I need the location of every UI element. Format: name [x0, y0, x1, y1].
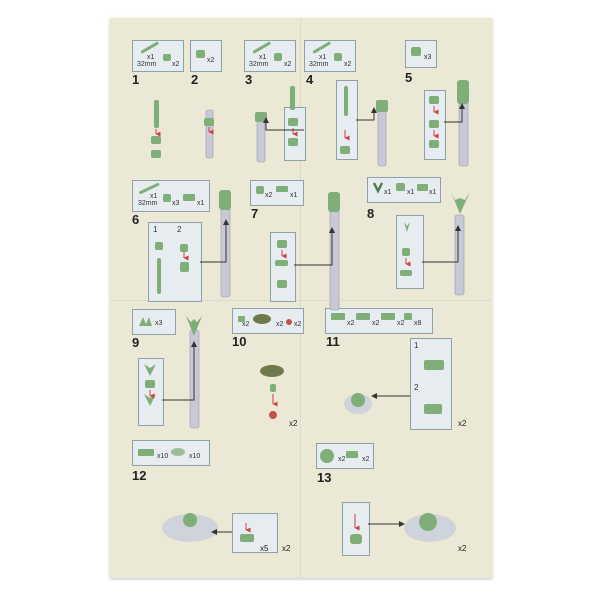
step-number: 13: [317, 470, 332, 485]
part-quantity: x1: [197, 200, 205, 207]
step-number: 10: [232, 334, 247, 349]
green-rod-icon: [140, 41, 159, 54]
step-number: 2: [191, 72, 199, 87]
part-quantity: x1: [147, 54, 155, 61]
green-rod-icon: [252, 41, 271, 54]
step-number: 5: [405, 70, 413, 85]
assembly-arrow: [162, 103, 465, 535]
part-quantity: x1: [319, 54, 327, 61]
substep-number: 1: [153, 225, 158, 234]
parts-box-step-3: [244, 40, 296, 72]
green-brick-icon: [411, 47, 421, 56]
build-multiplier: x2: [458, 419, 467, 428]
parts-box-step-1: [132, 40, 184, 72]
green-brick-icon: [274, 53, 282, 61]
green-brick-icon: [256, 186, 264, 194]
step-number: 11: [326, 334, 340, 349]
fold-line: [110, 300, 492, 301]
part-quantity: x1: [259, 54, 267, 61]
part-quantity: x3: [172, 200, 180, 207]
build-multiplier: x2: [289, 419, 298, 428]
parts-box-step-11: [325, 308, 433, 334]
green-rod-icon: [312, 41, 331, 54]
subassembly-panel: [410, 338, 452, 430]
green-plate-icon: [331, 313, 412, 320]
green-brick-icon: [163, 54, 171, 61]
flower-dome-icon: [320, 449, 334, 463]
part-quantity: x2: [397, 320, 405, 327]
green-plate-icon: [276, 186, 288, 192]
part-quantity: x2: [362, 456, 370, 463]
part-quantity: x3: [155, 320, 163, 327]
fold-line: [300, 18, 301, 578]
part-quantity: x2: [276, 321, 284, 328]
stem-assembly: [189, 99, 469, 429]
green-brick-icon: [334, 53, 342, 61]
green-plate-icon: [417, 184, 428, 191]
part-quantity: x1: [290, 192, 298, 199]
substep-number: 2: [414, 383, 419, 392]
build-multiplier: x5: [260, 544, 269, 553]
leaf-icon: [372, 182, 384, 194]
red-part-icon: [286, 319, 292, 325]
part-length: 32mm: [309, 61, 329, 68]
part-quantity: x2: [242, 321, 250, 328]
round-plate-icon: [253, 314, 271, 324]
part-quantity: x2: [338, 456, 346, 463]
parts-box-step-9: [132, 309, 176, 335]
part-length: 32mm: [249, 61, 269, 68]
step-number: 6: [132, 212, 140, 227]
leaf-tops: [144, 192, 470, 406]
green-brick-icon: [238, 316, 245, 322]
part-quantity: x1: [407, 189, 415, 196]
part-quantity: x2: [265, 192, 273, 199]
green-brick-icon: [163, 194, 171, 202]
green-brick-icon: [396, 183, 405, 191]
red-insert-arrow: [149, 106, 439, 533]
part-quantity: x10: [189, 453, 201, 460]
part-quantity: x3: [424, 54, 432, 61]
part-quantity: x2: [347, 320, 355, 327]
part-quantity: x1: [384, 189, 392, 196]
part-quantity: x2: [372, 320, 380, 327]
step-number: 3: [245, 72, 253, 87]
part-length: 32mm: [137, 61, 157, 68]
succulent-flower: [162, 393, 456, 544]
green-brick-icon: [196, 50, 205, 58]
green-plate-icon: [183, 194, 195, 201]
substep-number: 1: [414, 341, 419, 350]
part-length: 32mm: [138, 200, 158, 207]
round-cap: [260, 365, 284, 419]
step-number: 4: [306, 72, 314, 87]
step-number: 1: [132, 72, 140, 87]
step-number: 7: [251, 206, 259, 221]
green-plate-icon: [346, 451, 358, 458]
part-quantity: x2: [172, 61, 180, 68]
parts-box-step-5: [405, 40, 437, 68]
part-quantity: x10: [157, 453, 169, 460]
round-tile-icon: [171, 448, 185, 456]
build-multiplier: x2: [458, 544, 467, 553]
green-plate-icon: [138, 449, 154, 456]
part-quantity: x1: [150, 193, 158, 200]
step-number: 12: [132, 468, 147, 483]
part-quantity: x2: [294, 321, 302, 328]
parts-box-step-2: [190, 40, 222, 72]
build-multiplier: x2: [282, 544, 291, 553]
green-rod-icon: [139, 182, 160, 194]
part-quantity: x2: [344, 61, 352, 68]
part-quantity: x2: [284, 61, 292, 68]
parts-box-step-4: [304, 40, 356, 72]
step-number: 8: [367, 206, 375, 221]
green-bricks: [145, 80, 469, 414]
part-quantity: x8: [414, 320, 422, 327]
part-quantity: x1: [429, 189, 437, 196]
subassembly-panel: [232, 513, 278, 553]
substep-number: 2: [177, 225, 182, 234]
step-number: 9: [132, 335, 140, 350]
part-quantity: x2: [207, 57, 215, 64]
leaf-icon: [139, 317, 152, 326]
